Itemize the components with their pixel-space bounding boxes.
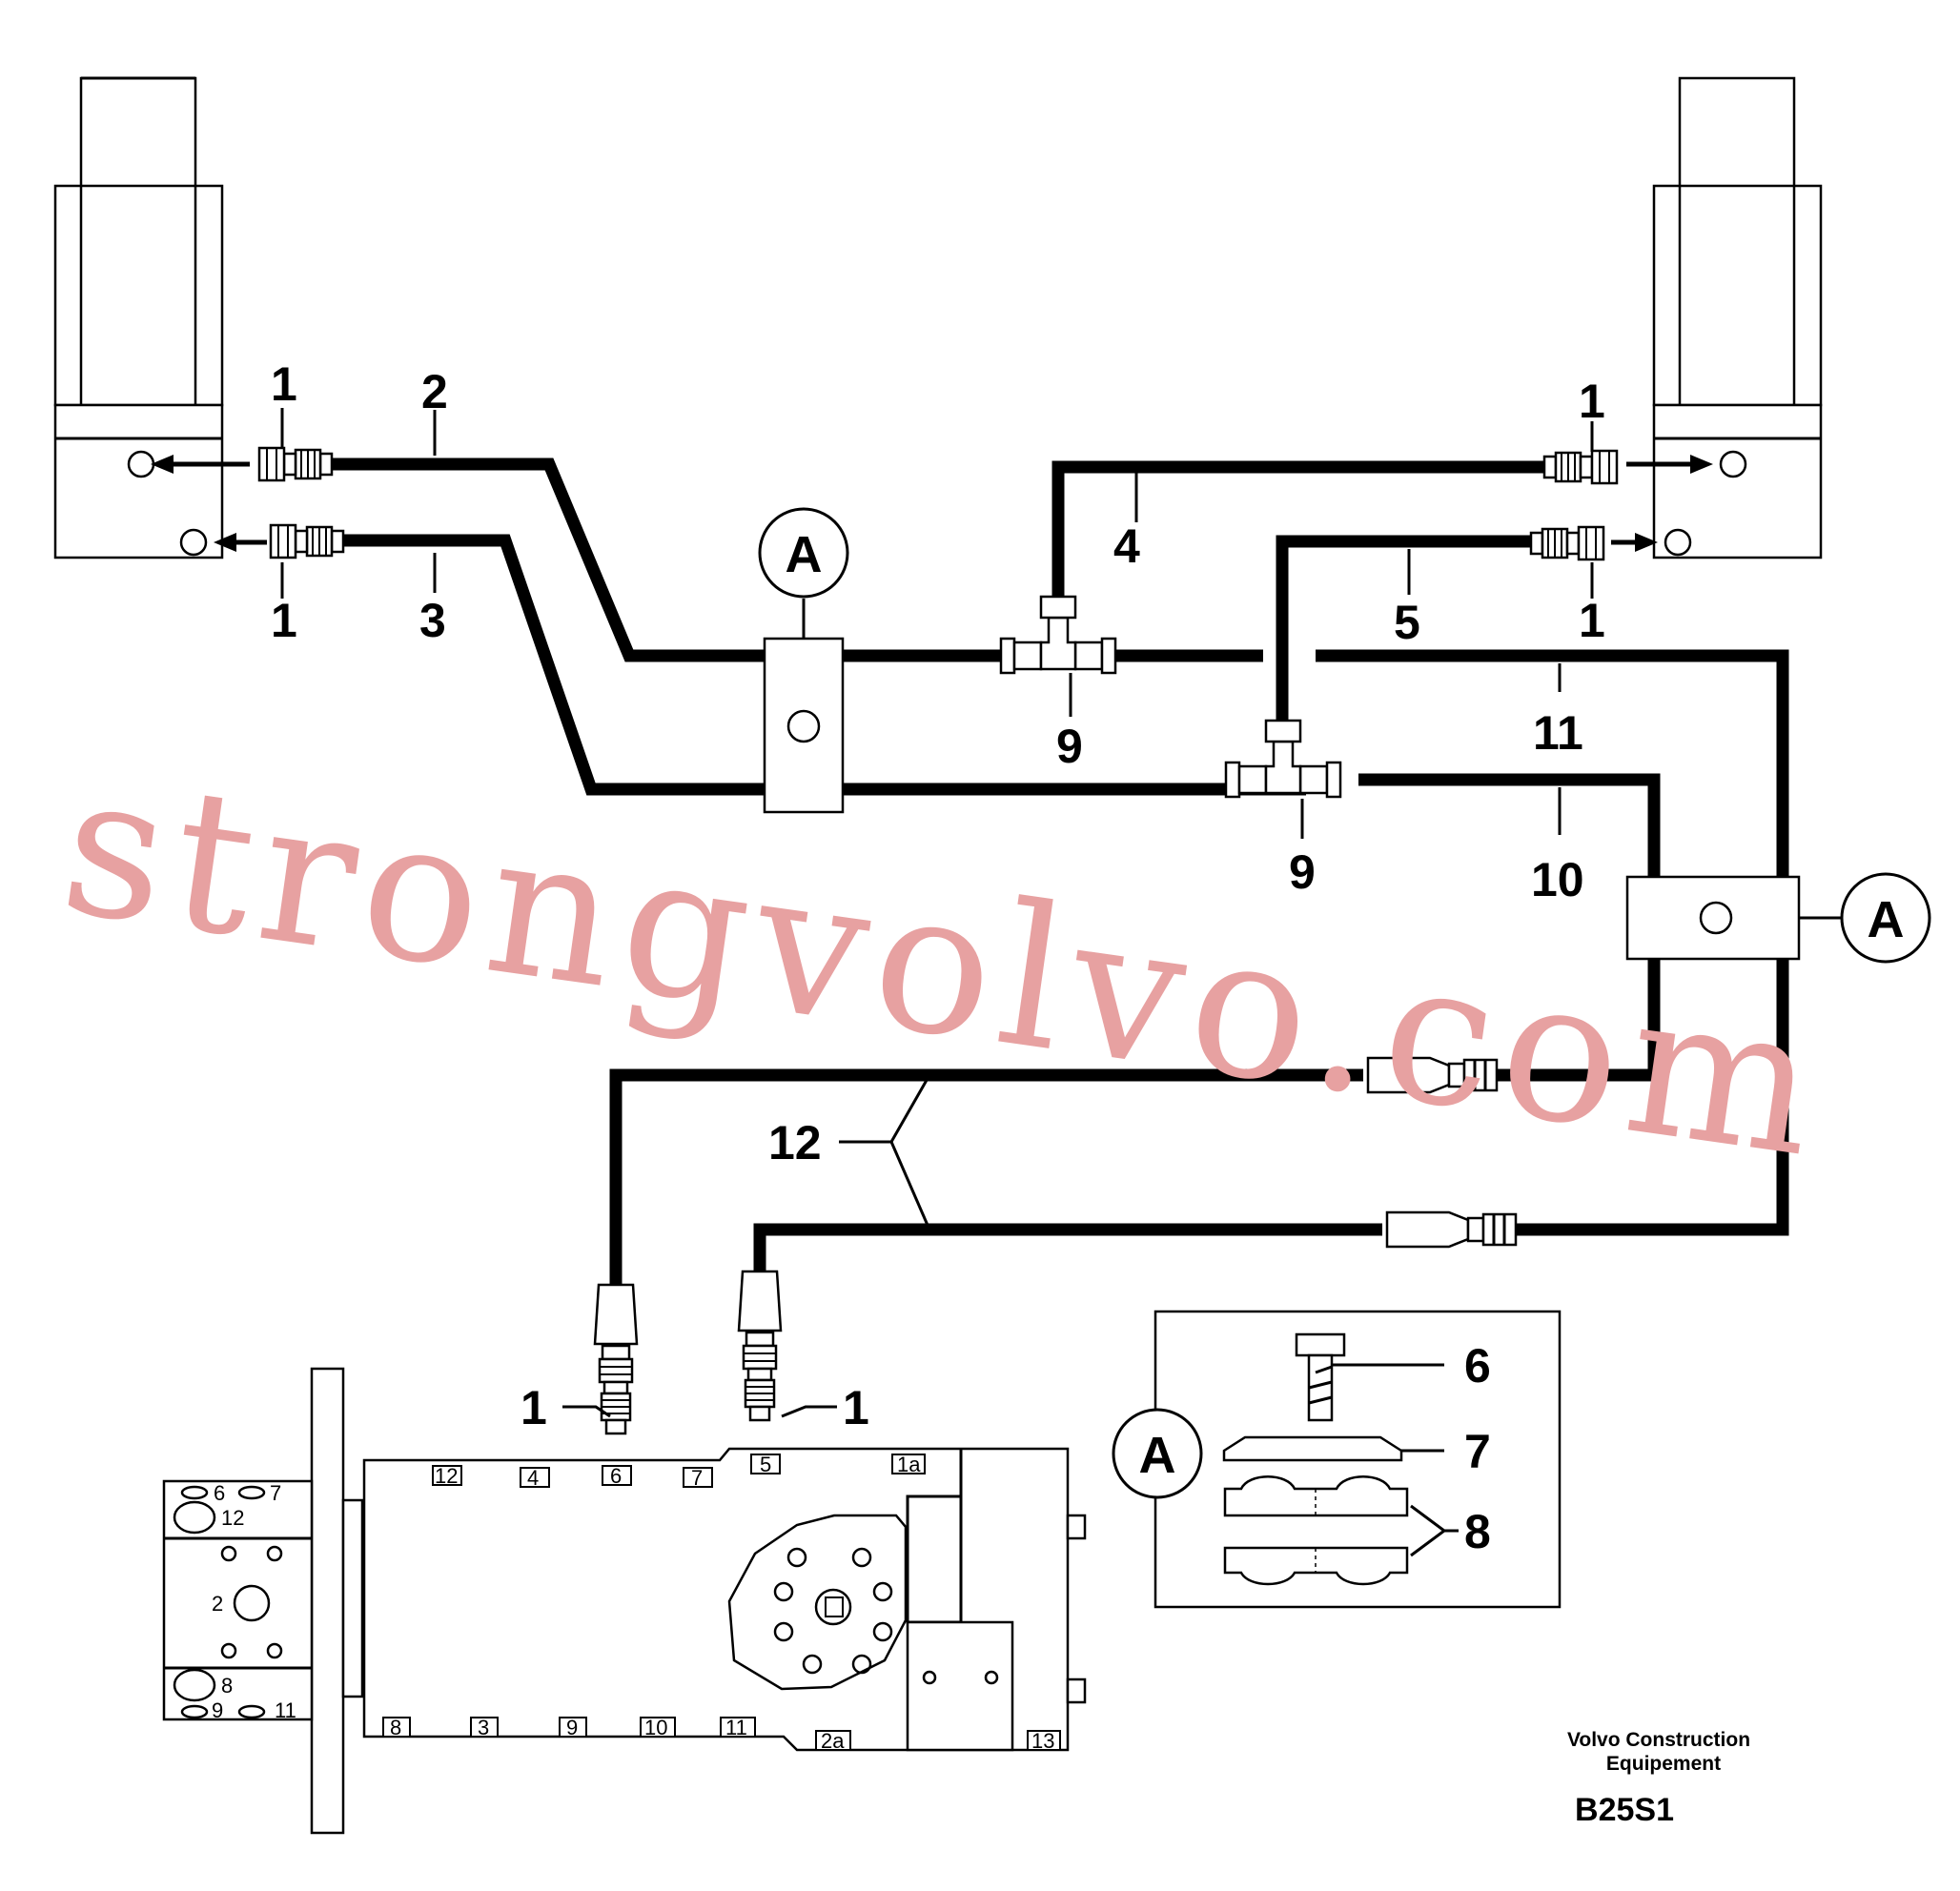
- callout-2: 2: [421, 365, 448, 418]
- hose-12-upper: [609, 1068, 1363, 1289]
- side-port-label: 9: [212, 1698, 223, 1722]
- side-port-label: 6: [214, 1481, 225, 1505]
- fitting-1-bottom-left: [269, 523, 345, 559]
- right-cylinder: [1652, 76, 1823, 559]
- hose-end-valve-left: [593, 1283, 639, 1435]
- callout-10: 10: [1531, 853, 1584, 906]
- port-tag: 7: [691, 1466, 703, 1490]
- detail-markers: A A A: [786, 526, 1905, 1484]
- callout-9: 9: [1056, 720, 1083, 773]
- callout-1: 1: [1579, 594, 1605, 647]
- port-tag: 5: [760, 1453, 771, 1476]
- tee-9-upper: [999, 595, 1117, 675]
- callout-4: 4: [1113, 519, 1140, 573]
- port-tag: 8: [390, 1716, 401, 1739]
- hose-end-valve-right: [737, 1270, 783, 1422]
- callout-3: 3: [419, 594, 446, 647]
- hose-12-lower: [753, 1223, 1382, 1275]
- callout-1: 1: [271, 594, 297, 647]
- pipe-3: [341, 534, 1306, 796]
- port-tag: 3: [478, 1716, 489, 1739]
- callout-1: 1: [1579, 375, 1605, 428]
- flow-arrows: [151, 455, 1713, 552]
- callout-8: 8: [1464, 1505, 1491, 1558]
- port-tag: 12: [435, 1464, 458, 1488]
- port-tag: 13: [1031, 1729, 1054, 1753]
- hose-end-upper: [1366, 1056, 1499, 1094]
- side-port-label: 7: [270, 1481, 281, 1505]
- port-tag: 10: [644, 1716, 667, 1739]
- callout-5: 5: [1394, 596, 1420, 649]
- company-name-line2: Equipement: [1606, 1753, 1721, 1775]
- pipe-2: [330, 458, 1263, 662]
- watermark: strongvolvo.com: [51, 730, 1838, 1202]
- side-port-label: 11: [275, 1698, 296, 1722]
- port-tag: 2a: [821, 1729, 845, 1753]
- control-valve: [162, 1367, 1087, 1835]
- side-port-label: 12: [221, 1506, 244, 1530]
- callout-9: 9: [1289, 845, 1316, 899]
- valve-port-tags: 12 4 6 7 5 1a 8 3 9 10 11 2a 13 6 7 12 2…: [212, 1453, 1054, 1753]
- clamp-block-a-left: [758, 507, 849, 814]
- pipe-network: [330, 458, 1789, 1289]
- detail-marker-a: A: [1139, 1427, 1176, 1484]
- hose-end-lower: [1385, 1210, 1518, 1249]
- side-port-label: 2: [212, 1592, 223, 1616]
- title-block: Volvo Construction Equipement B25S1: [1567, 1729, 1750, 1828]
- drawing-code: B25S1: [1575, 1792, 1674, 1828]
- left-cylinder: [53, 76, 224, 559]
- port-tag: 11: [725, 1716, 747, 1739]
- callout-6: 6: [1464, 1339, 1491, 1393]
- port-tag: 6: [610, 1464, 622, 1488]
- callout-1: 1: [843, 1381, 869, 1434]
- leader-lines: [280, 408, 1594, 1418]
- callout-12: 12: [768, 1116, 822, 1169]
- detail-marker-a: A: [1868, 891, 1905, 948]
- pipe-4: [1051, 460, 1546, 599]
- detail-marker-a: A: [786, 526, 823, 583]
- port-tag: 4: [527, 1466, 539, 1490]
- clamp-block-a-right: [1625, 872, 1931, 964]
- detail-a-box: [1112, 1310, 1562, 1609]
- fitting-1-top-left: [257, 446, 334, 482]
- callout-1: 1: [521, 1381, 547, 1434]
- fitting-1-top-right: [1542, 449, 1619, 485]
- pipe-5: [1276, 535, 1533, 720]
- callout-7: 7: [1464, 1425, 1491, 1478]
- tee-9-lower: [1224, 719, 1342, 799]
- fitting-1-bottom-right: [1529, 525, 1605, 561]
- callout-labels: 1 1 2 3 4 5 1 1 9 9 11 10 12 1 1 6 7 8: [271, 357, 1605, 1558]
- side-port-label: 8: [221, 1674, 233, 1698]
- port-tag: 9: [566, 1716, 578, 1739]
- callout-11: 11: [1533, 706, 1583, 760]
- company-name: Volvo Construction: [1567, 1729, 1750, 1751]
- port-tag: 1a: [897, 1453, 921, 1476]
- callout-1: 1: [271, 357, 297, 411]
